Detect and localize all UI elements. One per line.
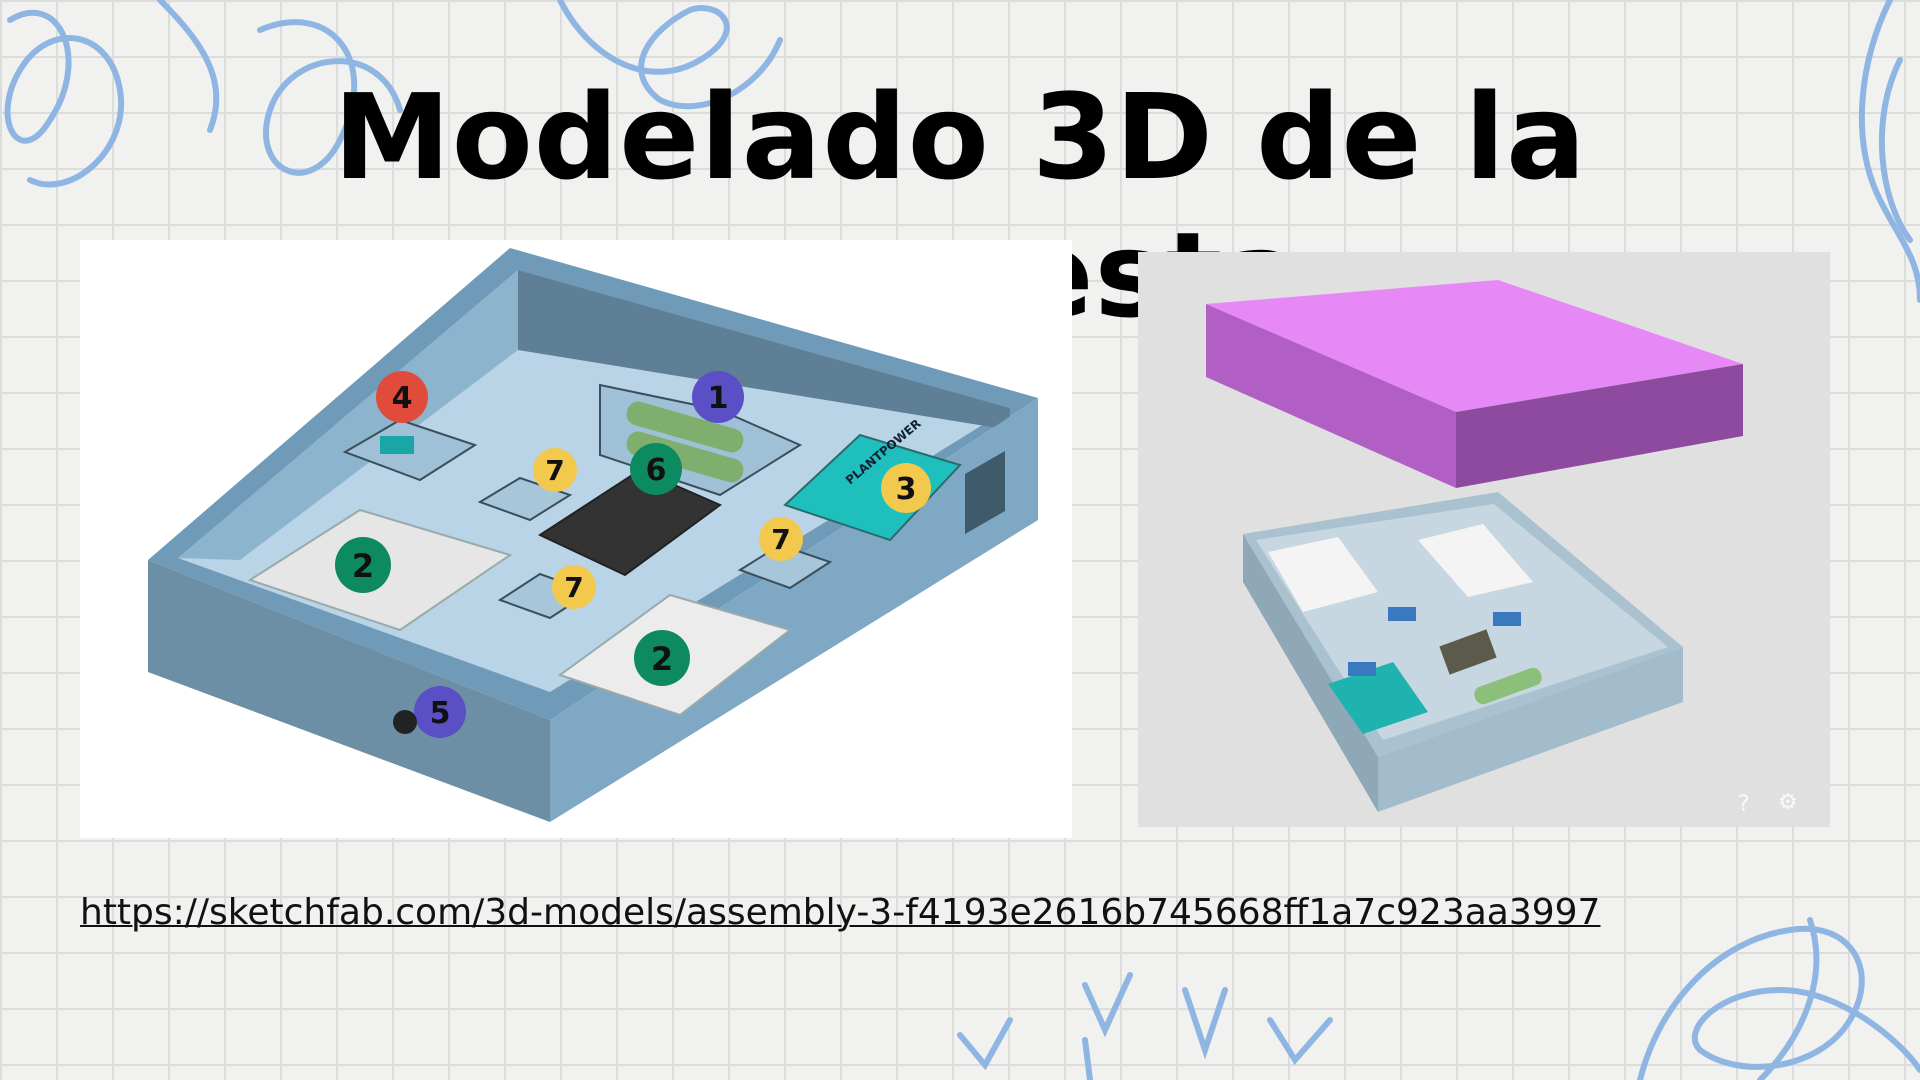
tick-mark-4 (1267, 1017, 1333, 1066)
badge-4-label: 4 (392, 381, 413, 416)
3d-viewer-scene (1206, 280, 1743, 812)
lid-top (1206, 280, 1743, 412)
base-front-left (1243, 534, 1378, 812)
box-back-wall-left (178, 270, 518, 560)
battery-cell-1 (626, 401, 744, 453)
base-sensor-b (1493, 612, 1521, 626)
scribble-bottom-right-2 (1757, 917, 1820, 1080)
badge-6-circle (630, 443, 682, 495)
badge-7b-circle (759, 517, 803, 561)
tick-mark-5 (1082, 1037, 1093, 1080)
tick-mark-1 (957, 1017, 1013, 1071)
badge-7c: 7 (552, 565, 596, 609)
base-panel-a (1268, 537, 1378, 612)
box-back-wall-right (518, 270, 1010, 430)
badge-1-label: 1 (708, 381, 729, 416)
badge-7a-label: 7 (545, 454, 564, 487)
annotated-model-svg: PLANTPOWER 1 2 2 3 4 (148, 248, 1038, 822)
badge-7c-label: 7 (564, 571, 583, 604)
badge-1-circle (692, 371, 744, 423)
base-front-right (1378, 647, 1683, 812)
settings-icon[interactable]: ⚙ (1778, 790, 1798, 815)
tick-mark-3 (1182, 987, 1228, 1060)
sketchfab-link[interactable]: https://sketchfab.com/3d-models/assembly… (80, 892, 1601, 933)
base-teal-module (1328, 662, 1428, 734)
base-sensor-a (1388, 607, 1416, 621)
badge-7a: 7 (533, 448, 577, 492)
relay-part (380, 436, 414, 454)
box-front-left-wall (148, 560, 550, 822)
badge-7a-circle (533, 448, 577, 492)
port-hole (393, 710, 417, 734)
badge-7c-circle (552, 565, 596, 609)
badge-4: 4 (376, 371, 428, 423)
controller-board (537, 468, 722, 577)
badge-2a: 2 (335, 537, 391, 593)
badge-6-label: 6 (646, 453, 667, 488)
base-panel-b (1418, 524, 1533, 597)
badge-2b-circle (634, 630, 690, 686)
plantpower-module (783, 433, 962, 542)
lid-front (1206, 304, 1456, 488)
tick-mark-2 (1082, 972, 1133, 1038)
scribble-bottom-right (1637, 925, 1920, 1080)
badge-2b-label: 2 (651, 640, 673, 678)
badge-5: 5 (414, 686, 466, 738)
side-port (965, 450, 1005, 535)
badge-7b: 7 (759, 517, 803, 561)
badge-5-circle (414, 686, 466, 738)
lid-side (1456, 364, 1743, 488)
3d-viewer[interactable]: ? ⚙ (1138, 252, 1830, 827)
badge-4-circle (376, 371, 428, 423)
base-battery (1474, 667, 1542, 705)
badge-5-label: 5 (430, 696, 451, 731)
annotated-model-render: PLANTPOWER 1 2 2 3 4 (80, 240, 1072, 838)
badge-2b: 2 (634, 630, 690, 686)
help-icon[interactable]: ? (1738, 792, 1750, 817)
badge-2a-label: 2 (352, 547, 374, 585)
badge-1: 1 (692, 371, 744, 423)
badge-2a-circle (335, 537, 391, 593)
badge-7b-label: 7 (771, 523, 790, 556)
badge-3: 3 (881, 463, 931, 513)
base-sensor-c (1348, 662, 1376, 676)
badge-3-circle (881, 463, 931, 513)
badge-3-label: 3 (896, 472, 917, 507)
badge-6: 6 (630, 443, 682, 495)
base-board (1439, 629, 1497, 675)
